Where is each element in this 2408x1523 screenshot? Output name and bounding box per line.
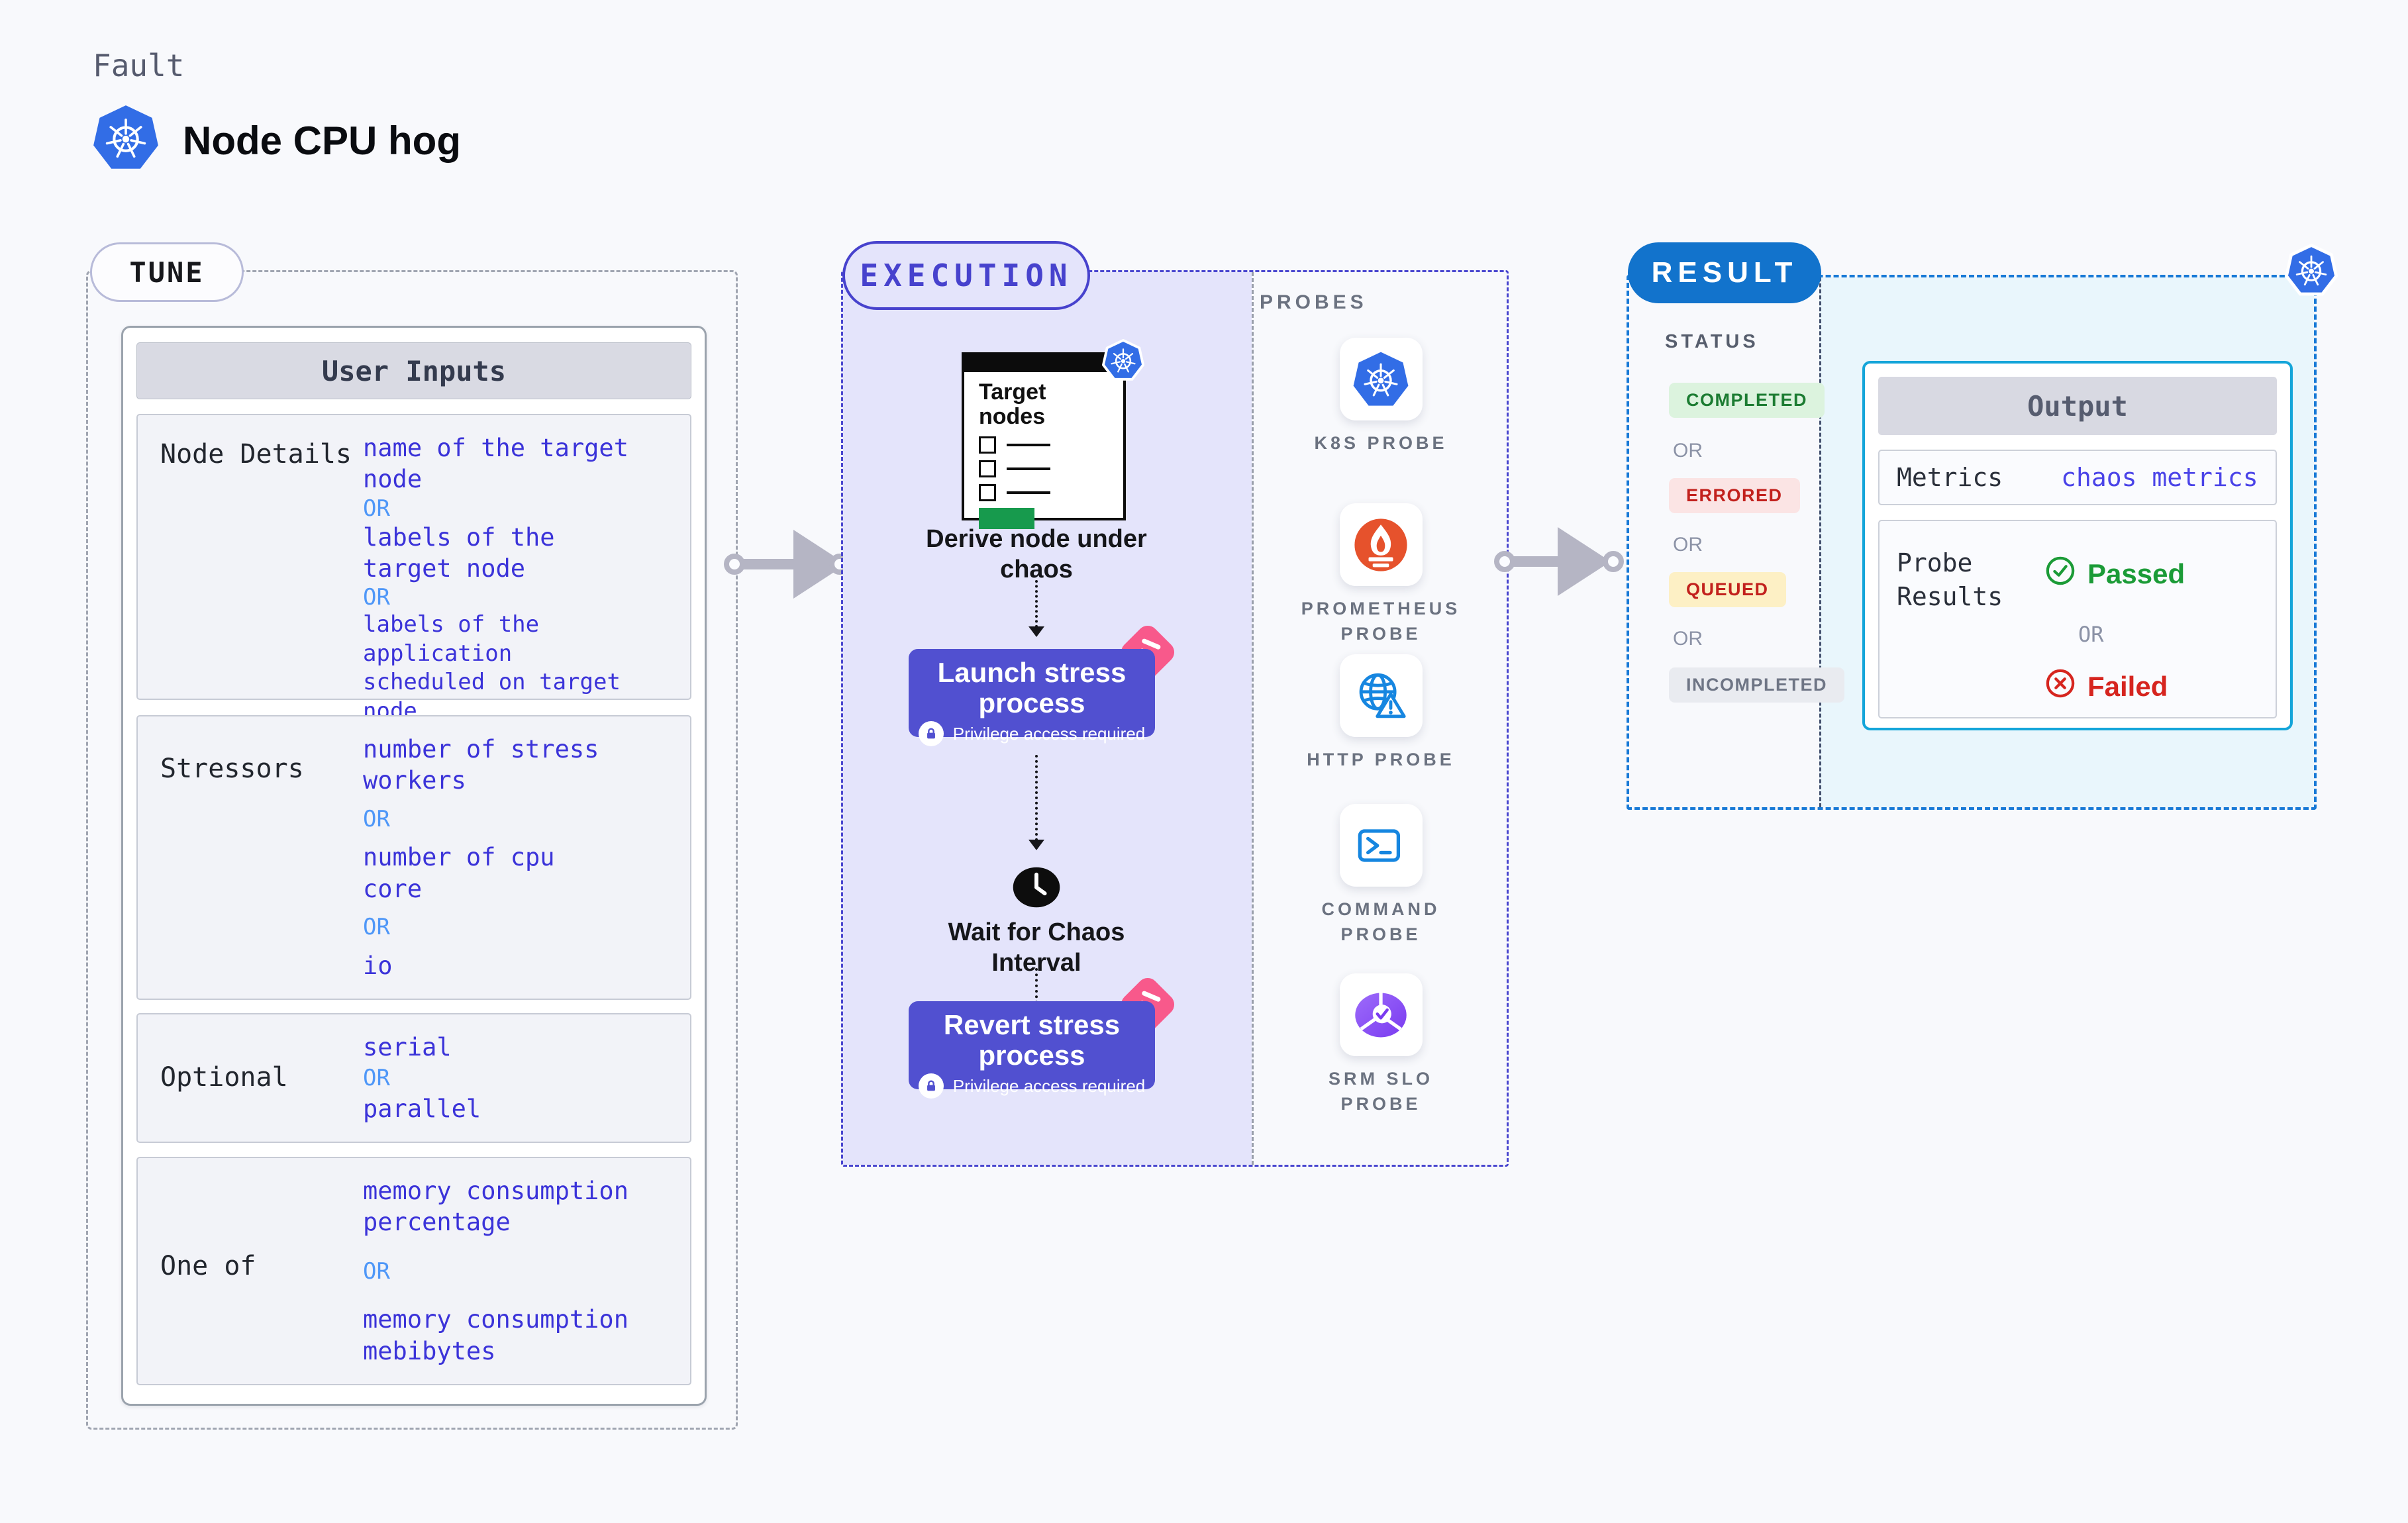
- user-inputs-title: User Inputs: [136, 342, 691, 399]
- row-label: Stressors: [160, 754, 304, 784]
- result-badge: RESULT: [1628, 242, 1821, 303]
- privilege-note: Privilege access required: [952, 723, 1146, 744]
- dotted-arrowhead: [1028, 626, 1044, 645]
- kubernetes-icon: [1101, 338, 1145, 385]
- probes-divider: [1252, 272, 1254, 1165]
- input-option: memory consumption mebibytes: [363, 1305, 628, 1365]
- probe-label: COMMAND PROBE: [1321, 899, 1440, 944]
- or-label: OR: [1673, 534, 1703, 556]
- probe-label: PROMETHEUS PROBE: [1301, 599, 1461, 644]
- input-option: serial: [363, 1033, 452, 1061]
- confirm-bar: [979, 507, 1034, 529]
- probes-title: PROBES: [1260, 291, 1368, 313]
- checklist-item: [979, 460, 1123, 477]
- row-node-details: Node Details name of the target node OR …: [136, 414, 691, 724]
- input-option: parallel: [363, 1094, 481, 1123]
- target-card-titlebar: [964, 355, 1123, 372]
- dotted-connector: [1035, 580, 1038, 628]
- input-option: number of stress workers: [363, 735, 599, 795]
- prometheus-probe-icon: [1339, 503, 1423, 586]
- probe-label: HTTP PROBE: [1307, 750, 1455, 769]
- probe-label: K8S PROBE: [1314, 433, 1448, 453]
- privilege-note: Privilege access required: [952, 1075, 1146, 1096]
- probe-command: COMMAND PROBE: [1295, 804, 1467, 948]
- row-label: One of: [160, 1251, 256, 1281]
- checklist-item: [979, 436, 1123, 454]
- metrics-row: Metrics chaos metrics: [1878, 450, 2277, 505]
- kubernetes-icon: [91, 103, 160, 175]
- revert-stress-process-button[interactable]: Revert stress process Privilege access r…: [909, 1001, 1155, 1099]
- or-label: OR: [363, 495, 390, 522]
- output-title: Output: [1878, 377, 2277, 435]
- or-label: OR: [363, 914, 390, 941]
- failed-x-icon: [2045, 668, 2076, 705]
- output-card: Output Metrics chaos metrics Probe Resul…: [1862, 361, 2293, 730]
- or-label: OR: [363, 806, 390, 833]
- page-title: Node CPU hog: [183, 119, 461, 163]
- or-label: OR: [363, 1065, 390, 1091]
- target-nodes-card: Target nodes: [962, 338, 1145, 529]
- input-option: number of cpu core: [363, 843, 555, 903]
- status-badge-completed: COMPLETED: [1669, 383, 1825, 418]
- command-probe-icon: [1339, 804, 1423, 887]
- status-title: STATUS: [1665, 331, 1759, 352]
- probe-results-label: Probe Results: [1897, 548, 2003, 612]
- clock-icon: [1009, 865, 1064, 913]
- srm-slo-probe-icon: [1339, 973, 1423, 1056]
- lock-icon: [918, 1073, 944, 1099]
- passed-label: Passed: [2087, 558, 2185, 589]
- launch-title: Launch stress process: [937, 657, 1127, 719]
- metrics-value: chaos metrics: [2061, 463, 2258, 492]
- fault-eyebrow: Fault: [93, 48, 185, 83]
- input-option: io: [363, 951, 393, 980]
- user-inputs-card: User Inputs Node Details name of the tar…: [121, 326, 707, 1406]
- row-label: Node Details: [160, 439, 352, 469]
- derive-node-step-label: Derive node under chaos: [926, 525, 1147, 583]
- probe-results-row: Probe Results Passed OR: [1878, 520, 2277, 718]
- revert-title: Revert stress process: [943, 1009, 1121, 1071]
- input-option: name of the target node: [363, 434, 628, 494]
- checklist-item: [979, 483, 1123, 501]
- or-label: OR: [363, 584, 390, 611]
- probe-srm-slo: SRM SLO PROBE: [1295, 973, 1467, 1117]
- status-badge-queued: QUEUED: [1669, 572, 1786, 607]
- execution-badge: EXECUTION: [842, 241, 1090, 310]
- http-probe-icon: [1339, 654, 1423, 737]
- status-badge-errored: ERRORED: [1669, 478, 1800, 513]
- target-nodes-title: Target nodes: [979, 379, 1046, 430]
- or-label: OR: [1673, 440, 1703, 462]
- probe-k8s: K8S PROBE: [1295, 338, 1467, 456]
- failed-label: Failed: [2087, 671, 2168, 702]
- input-option: memory consumption percentage: [363, 1177, 628, 1237]
- dotted-connector: [1035, 755, 1038, 841]
- input-option: labels of the target node: [363, 522, 555, 583]
- probe-label: SRM SLO PROBE: [1328, 1069, 1433, 1114]
- or-label: OR: [2078, 622, 2104, 647]
- row-one-of: One of memory consumption percentage OR …: [136, 1157, 691, 1385]
- or-label: OR: [1673, 628, 1703, 650]
- or-label: OR: [363, 1257, 390, 1285]
- row-label: Optional: [160, 1062, 288, 1093]
- row-optional: Optional serial OR parallel: [136, 1013, 691, 1143]
- status-badge-incompleted: INCOMPLETED: [1669, 667, 1845, 703]
- row-stressors: Stressors number of stress workers OR nu…: [136, 715, 691, 1000]
- input-option: labels of the application scheduled on t…: [363, 611, 621, 724]
- tune-section: [86, 270, 738, 1430]
- passed-check-icon: [2045, 556, 2076, 593]
- probe-http: HTTP PROBE: [1295, 654, 1467, 773]
- launch-stress-process-button[interactable]: Launch stress process Privilege access r…: [909, 649, 1155, 747]
- probe-prometheus: PROMETHEUS PROBE: [1295, 503, 1467, 647]
- tune-badge: TUNE: [90, 242, 244, 302]
- dotted-arrowhead: [1028, 840, 1044, 858]
- metrics-label: Metrics: [1897, 463, 2003, 492]
- dotted-connector: [1035, 968, 1038, 1014]
- k8s-probe-icon: [1339, 338, 1423, 420]
- lock-icon: [918, 721, 944, 747]
- kubernetes-icon: [2284, 243, 2338, 300]
